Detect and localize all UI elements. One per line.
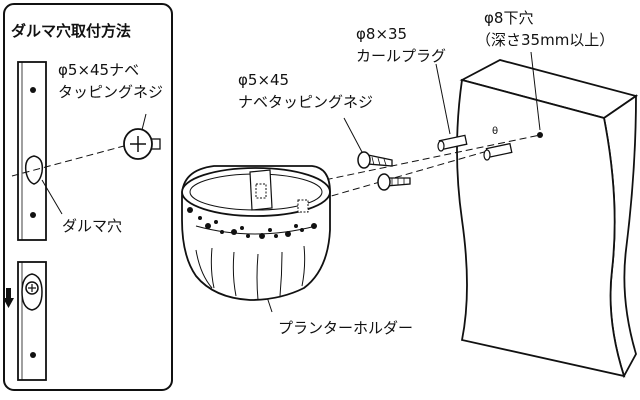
plug-label-line1: φ8×35: [356, 25, 408, 43]
inset-screw-icon: [123, 128, 161, 160]
holder-label: プランターホルダー: [278, 319, 414, 337]
hole-label-line1: φ8下穴: [484, 9, 534, 27]
planter-holder: [181, 165, 331, 301]
main-screw-label-line1: φ5×45: [238, 71, 290, 89]
inset-screw-label-line2: タッピングネジ: [58, 83, 164, 101]
theta-mark: θ: [492, 126, 498, 137]
wall-plug-lower-icon: [483, 142, 513, 161]
inset-title: ダルマ穴取付方法: [11, 22, 132, 40]
inset-keyhole-label: ダルマ穴: [62, 217, 123, 235]
holder-ornament: [187, 207, 317, 239]
upper-center-line: [314, 134, 541, 183]
inset-center-line: [11, 145, 125, 177]
hole-leader: [530, 51, 541, 131]
inset-keyhole-leader: [41, 179, 63, 215]
plug-label-line2: カールプラグ: [356, 47, 447, 65]
main-screw-leader: [343, 117, 363, 153]
main-screw-lower-icon: [377, 173, 411, 191]
inset-screw-label-line1: φ5×45ナベ: [58, 61, 140, 79]
inset-screw-leader: [141, 113, 147, 131]
inset-bracket-top: [17, 61, 47, 241]
hole-label-line2: （深さ35mm以上）: [476, 31, 615, 49]
inset-bracket-bottom: [17, 261, 47, 381]
main-screw-upper-icon: [357, 151, 393, 169]
main-screw-label-line2: ナベタッピングネジ: [238, 93, 374, 111]
wall-plug-upper-icon: [437, 134, 468, 152]
lower-center-line: [299, 147, 499, 206]
wall: [456, 59, 639, 379]
plug-leader: [435, 63, 451, 135]
down-arrow-icon: [3, 288, 14, 308]
